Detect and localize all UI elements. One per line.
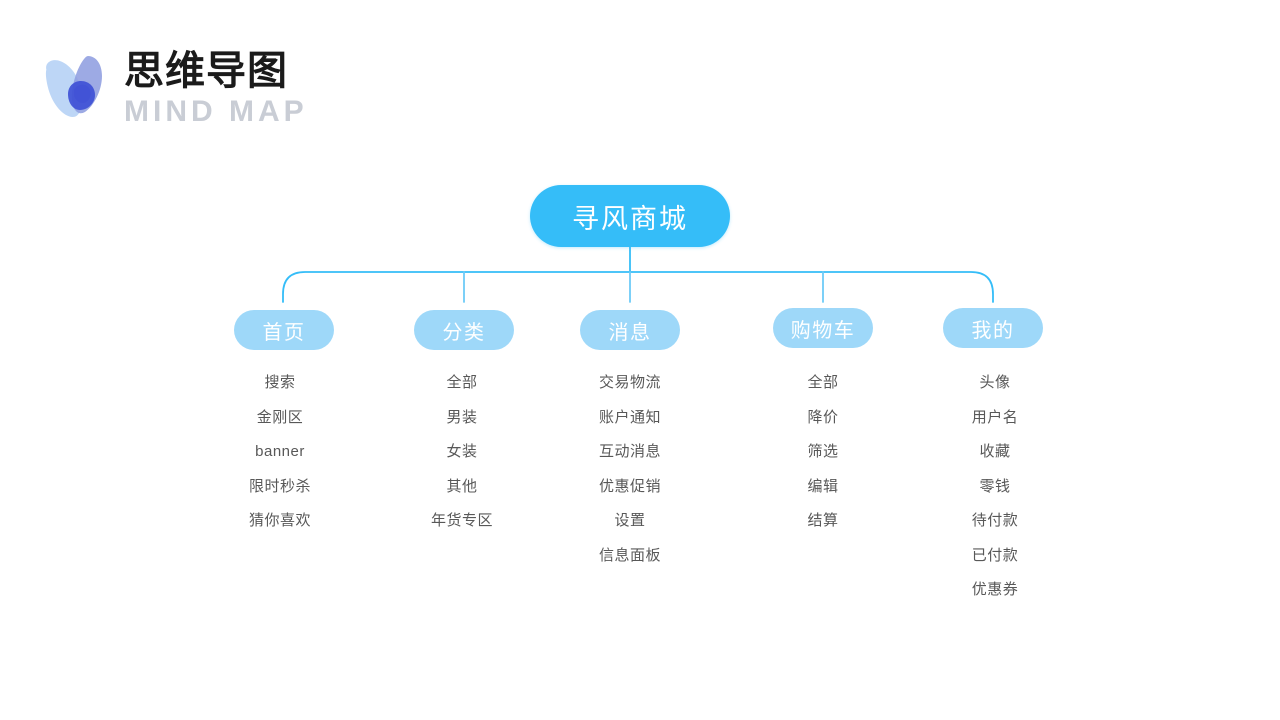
leaf-item[interactable]: 猜你喜欢 [248,512,311,529]
leaf-column-5: 头像用户名收藏零钱待付款已付款优惠券 [939,366,1051,608]
leaf-item[interactable]: 互动消息 [598,443,661,460]
leaf-item[interactable]: 结算 [807,512,839,529]
branch-node-label: 分类 [442,321,486,344]
leaf-item[interactable]: 全部 [446,374,478,391]
leaf-item[interactable]: 设置 [614,512,646,529]
leaf-item[interactable]: 年货专区 [430,512,493,529]
branch-node-3[interactable]: 消息 [580,310,680,350]
leaf-item[interactable]: 信息面板 [598,546,661,564]
leaf-item[interactable]: 优惠促销 [598,477,661,495]
branch-node-4[interactable]: 购物车 [773,308,873,348]
branch-node-1[interactable]: 首页 [234,310,334,350]
branch-node-2[interactable]: 分类 [414,310,514,350]
leaf-item[interactable]: 零钱 [979,477,1011,495]
leaf-item[interactable]: 交易物流 [598,374,661,391]
leaf-item[interactable]: 收藏 [979,443,1011,460]
root-node-label: 寻风商城 [572,203,688,234]
leaf-item[interactable]: 金刚区 [256,408,304,426]
leaf-item[interactable]: 账户通知 [598,408,661,426]
leaf-column-3: 交易物流账户通知互动消息优惠促销设置信息面板 [574,366,686,573]
root-node[interactable]: 寻风商城 [530,185,730,247]
branch-node-5[interactable]: 我的 [943,308,1043,348]
brand-text-block: 思维导图 MIND MAP [124,48,308,130]
branch-node-label: 我的 [971,319,1015,342]
leaf-item[interactable]: 头像 [979,374,1011,391]
leaf-item[interactable]: 限时秒杀 [248,477,311,495]
mindmap-leaf-logo-icon [45,56,102,117]
leaf-item[interactable]: 全部 [807,374,839,391]
branch-node-label: 消息 [608,321,652,344]
leaf-item[interactable]: 其他 [446,477,478,495]
leaf-item[interactable]: 男装 [446,408,478,426]
leaf-item[interactable]: 用户名 [971,408,1019,426]
leaf-item[interactable]: 优惠券 [971,581,1019,598]
leaf-item[interactable]: 搜索 [264,374,296,391]
leaf-item[interactable]: 女装 [446,443,478,460]
leaf-item[interactable]: 筛选 [807,443,839,460]
page-title: 思维导图 [124,49,288,93]
leaf-column-4: 全部降价筛选编辑结算 [767,366,879,539]
leaf-item[interactable]: 待付款 [971,512,1019,529]
leaf-item[interactable]: 编辑 [807,477,839,495]
leaf-column-1: 搜索金刚区 banner 限时秒杀猜你喜欢 [224,366,336,539]
branch-node-label: 首页 [262,321,306,344]
branch-node-label: 购物车 [790,319,856,342]
leaf-item[interactable]: banner [255,443,305,460]
leaf-item[interactable]: 已付款 [971,546,1019,564]
brand-header: 思维导图 MIND MAP [44,48,308,130]
leaf-column-2: 全部男装女装其他年货专区 [406,366,518,539]
leaf-item[interactable]: 降价 [807,408,839,426]
connector-horizontal-bus [282,271,994,303]
page-subtitle: MIND MAP [124,95,308,128]
